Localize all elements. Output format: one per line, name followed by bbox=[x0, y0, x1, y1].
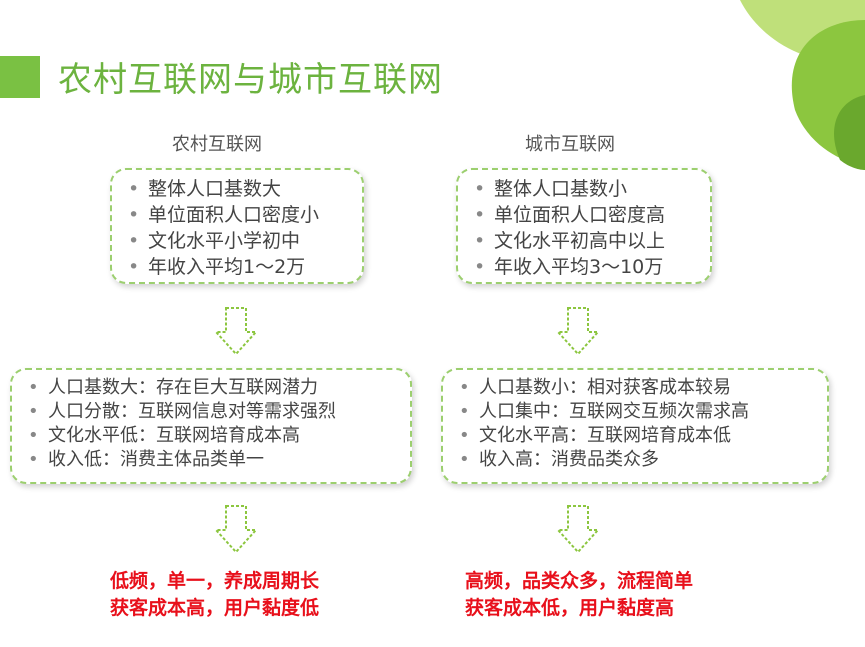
down-arrow-icon bbox=[556, 505, 600, 554]
rural-facts-box: 整体人口基数大 单位面积人口密度小 文化水平小学初中 年收入平均1～2万 bbox=[110, 168, 364, 284]
urban-effects-box: 人口基数小：相对获客成本较易 人口集中：互联网交互频次需求高 文化水平高：互联网… bbox=[441, 368, 829, 484]
conclusion-line: 获客成本低，用户黏度高 bbox=[465, 597, 675, 619]
rural-effects-box: 人口基数大：存在巨大互联网潜力 人口分散：互联网信息对等需求强烈 文化水平低：互… bbox=[10, 368, 412, 484]
list-item: 年收入平均1～2万 bbox=[126, 254, 352, 280]
list-item: 单位面积人口密度小 bbox=[126, 202, 352, 228]
list-item: 年收入平均3～10万 bbox=[472, 254, 700, 280]
title-accent-bar bbox=[0, 56, 40, 98]
rural-heading: 农村互联网 bbox=[172, 134, 262, 155]
list-item: 文化水平小学初中 bbox=[126, 228, 352, 254]
list-item: 文化水平低：互联网培育成本高 bbox=[26, 424, 400, 448]
list-item: 文化水平高：互联网培育成本低 bbox=[457, 424, 817, 448]
down-arrow-icon bbox=[214, 307, 258, 356]
list-item: 收入低：消费主体品类单一 bbox=[26, 448, 400, 472]
leaf-small bbox=[834, 95, 865, 170]
urban-conclusion: 高频，品类众多，流程简单 获客成本低，用户黏度高 bbox=[465, 568, 693, 622]
list-item: 文化水平初高中以上 bbox=[472, 228, 700, 254]
conclusion-line: 获客成本高，用户黏度低 bbox=[110, 597, 320, 619]
leaf-decoration bbox=[740, 0, 865, 170]
down-arrow-icon bbox=[214, 505, 258, 554]
page-title: 农村互联网与城市互联网 bbox=[58, 60, 443, 100]
list-item: 人口基数大：存在巨大互联网潜力 bbox=[26, 376, 400, 400]
list-item: 整体人口基数大 bbox=[126, 176, 352, 202]
conclusion-line: 高频，品类众多，流程简单 bbox=[465, 570, 694, 592]
down-arrow-icon bbox=[556, 307, 600, 356]
list-item: 单位面积人口密度高 bbox=[472, 202, 700, 228]
list-item: 人口集中：互联网交互频次需求高 bbox=[457, 400, 817, 424]
list-item: 收入高：消费品类众多 bbox=[457, 448, 817, 472]
urban-heading: 城市互联网 bbox=[525, 134, 615, 155]
list-item: 人口基数小：相对获客成本较易 bbox=[457, 376, 817, 400]
urban-facts-box: 整体人口基数小 单位面积人口密度高 文化水平初高中以上 年收入平均3～10万 bbox=[456, 168, 712, 284]
list-item: 整体人口基数小 bbox=[472, 176, 700, 202]
conclusion-line: 低频，单一，养成周期长 bbox=[110, 570, 320, 592]
rural-conclusion: 低频，单一，养成周期长 获客成本高，用户黏度低 bbox=[110, 568, 319, 622]
list-item: 人口分散：互联网信息对等需求强烈 bbox=[26, 400, 400, 424]
